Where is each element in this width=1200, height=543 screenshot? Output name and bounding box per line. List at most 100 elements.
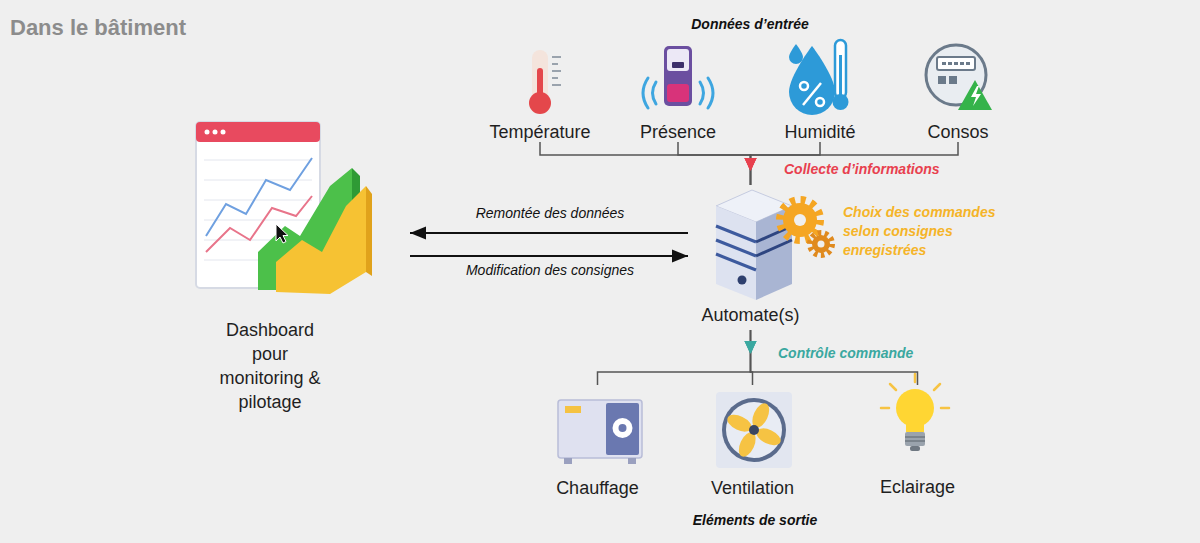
bus-line <box>678 142 751 185</box>
presence-sensor-icon-part <box>653 82 657 104</box>
heater-icon <box>558 400 642 464</box>
node-label: Automate(s) <box>688 303 813 327</box>
heater-icon-part <box>558 400 642 458</box>
diagram-title: Dans le bâtiment <box>10 15 186 41</box>
heater-icon-part <box>565 406 581 413</box>
dashboard-icon-part <box>205 130 210 135</box>
fan-icon <box>716 392 792 468</box>
meter-icon-part <box>949 76 957 84</box>
presence-sensor-icon <box>643 46 713 108</box>
node-label: Humidité <box>760 120 880 144</box>
dashboard-icon-part <box>276 186 366 294</box>
presence-sensor-icon-part <box>708 78 713 108</box>
meter-icon-part <box>958 80 992 110</box>
controller-icon-part <box>783 203 817 237</box>
thermometer-icon-part <box>552 63 558 65</box>
actuator-node: Eclairage <box>860 385 975 500</box>
node-label: Ventilation <box>695 476 810 500</box>
bulb-icon-part <box>905 432 925 446</box>
sensor-node: Humidité <box>760 42 880 142</box>
arrow-line <box>410 255 688 257</box>
bulb-icon-part <box>910 446 920 451</box>
controller-icon-part <box>810 233 832 255</box>
edge-label: Remontée des données <box>420 205 680 221</box>
fan-icon-part <box>722 398 786 462</box>
controller-icon-part <box>716 226 756 242</box>
heater-icon-part <box>628 458 636 464</box>
bulb-icon-part-part <box>934 384 940 390</box>
dashboard-icon-part <box>213 130 218 135</box>
humidity-icon-part <box>800 82 808 90</box>
controller-node: Automate(s) <box>688 185 813 330</box>
bulb-icon-part <box>906 422 924 432</box>
arrow-head <box>745 158 757 171</box>
dashboard-icon <box>196 122 372 294</box>
fan-icon-part <box>749 425 759 435</box>
heater-icon-part <box>606 403 639 455</box>
humidity-icon-part <box>835 40 846 98</box>
bulb-icon-part-part <box>941 407 949 410</box>
arrow-head <box>745 341 757 354</box>
actuator-node: Ventilation <box>695 385 810 500</box>
controller-icon-part <box>756 240 792 256</box>
dashboard-icon-part-part <box>204 220 312 221</box>
heater-icon-part <box>619 424 627 432</box>
controller-icon-part <box>716 240 756 256</box>
arrow-head <box>410 227 426 240</box>
node-label: Consos <box>898 120 1018 144</box>
bulb-icon-part-part <box>914 374 917 382</box>
node-label: Chauffage <box>540 476 655 500</box>
bulb-icon-part <box>905 440 925 442</box>
thermometer-icon-part <box>552 84 561 86</box>
dashboard-icon-part-part <box>204 160 312 161</box>
presence-sensor-icon-part <box>700 82 704 104</box>
controller-icon-part <box>738 276 747 285</box>
controller-icon-part <box>812 235 830 253</box>
arrow-line <box>410 232 688 234</box>
edge-label: Modification des consignes <box>420 262 680 278</box>
sensor-node: Consos <box>898 42 1018 142</box>
node-label: Dashboard pour monitoring & pilotage <box>211 318 329 414</box>
arrow-head <box>745 341 757 354</box>
controller-icon-part <box>794 214 806 226</box>
dashboard-icon-part-part <box>204 200 312 201</box>
controller-icon-part <box>716 206 756 300</box>
presence-sensor-icon-part <box>664 46 692 106</box>
connector <box>678 142 757 185</box>
humidity-icon-part <box>803 83 821 105</box>
bulb-icon-part <box>896 389 934 427</box>
arrow-head <box>745 158 757 171</box>
dashboard-icon-part <box>276 224 288 243</box>
sensor-node: Présence <box>618 42 738 142</box>
humidity-icon <box>789 40 849 115</box>
humidity-icon-part <box>839 55 842 98</box>
node-label: Eclairage <box>860 475 975 499</box>
arrow-head <box>672 250 688 263</box>
thermometer-icon-part <box>552 77 558 79</box>
dashboard-icon-part <box>366 186 372 276</box>
bus-line <box>540 142 751 185</box>
dashboard-icon-part <box>206 158 312 236</box>
humidity-icon-part <box>816 98 824 106</box>
thermometer-icon-part <box>552 70 561 72</box>
presence-sensor-icon-part <box>667 49 689 71</box>
heater-icon-part <box>564 458 572 464</box>
fan-icon-part <box>726 402 782 458</box>
thermometer-icon <box>529 50 561 114</box>
meter-icon-part <box>926 45 986 105</box>
heater-icon-part <box>613 418 633 438</box>
flow-label: Collecte d’informations <box>784 160 1004 179</box>
fan-icon-part <box>716 392 792 468</box>
humidity-icon-part <box>833 94 849 110</box>
callout-note: Choix des commandes selon consignes enre… <box>843 203 1015 260</box>
humidity-icon-part <box>789 44 803 64</box>
dashboard-node: Dashboard pour monitoring & pilotage <box>130 112 410 412</box>
bulb-icon-part-part <box>881 407 889 410</box>
node-label: Présence <box>618 120 738 144</box>
flow-label: Contrôle commande <box>778 344 998 363</box>
thermometer-icon-part <box>529 92 551 114</box>
bulb-icon-part <box>905 436 925 438</box>
connector <box>410 250 688 263</box>
bus-line <box>751 330 753 385</box>
actuator-node: Chauffage <box>540 385 655 500</box>
